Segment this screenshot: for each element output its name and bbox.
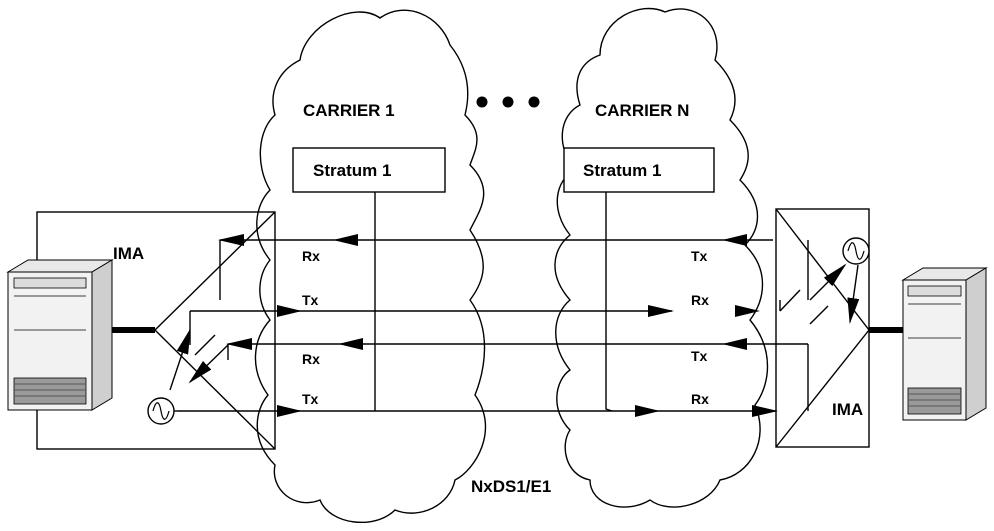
left-link-label-2: Tx bbox=[302, 292, 319, 308]
right-ima-label: IMA bbox=[832, 400, 863, 419]
left-oscillator-icon bbox=[147, 397, 175, 425]
right-link-label-2: Rx bbox=[691, 292, 709, 308]
left-ima-label: IMA bbox=[113, 244, 144, 263]
left-link-label-1: Rx bbox=[302, 248, 320, 264]
right-link-label-4: Rx bbox=[691, 391, 709, 407]
left-switch-blade bbox=[194, 334, 216, 356]
stratum-label-1: Stratum 1 bbox=[313, 161, 391, 180]
right-osc-to-arm bbox=[847, 264, 860, 324]
arrowhead-tx1-mid bbox=[277, 305, 302, 317]
right-server-icon bbox=[901, 267, 988, 421]
left-switch-arm-down bbox=[188, 344, 229, 384]
right-oscillator-icon bbox=[842, 237, 870, 265]
left-server-icon bbox=[6, 259, 114, 411]
right-switch-blade-1 bbox=[779, 289, 801, 312]
left-link-label-4: Tx bbox=[302, 391, 319, 407]
bottom-label: NxDS1/E1 bbox=[471, 477, 551, 496]
right-switch-blade-2 bbox=[809, 305, 829, 325]
right-link-label-3: Tx bbox=[691, 348, 708, 364]
arrowhead-rx2-right bbox=[722, 338, 747, 350]
arrowhead-rx1-right bbox=[722, 234, 747, 246]
left-switch-arm-up bbox=[169, 328, 191, 391]
right-switch-arm-up bbox=[809, 263, 847, 301]
arrowhead-tx2-mid bbox=[277, 405, 302, 417]
arrowhead-tx1-right-end bbox=[735, 305, 760, 317]
arrowhead-tx2-right-mid bbox=[635, 405, 660, 417]
right-link-label-1: Tx bbox=[691, 248, 708, 264]
carrier-n-cloud-icon bbox=[554, 7, 769, 508]
ellipsis-dot-2 bbox=[502, 96, 514, 108]
stratum-box-1 bbox=[292, 147, 446, 193]
arrowhead-rx2-mid bbox=[338, 338, 363, 350]
carrier-1-cloud-icon bbox=[254, 9, 487, 523]
carrier-n-name: CARRIER N bbox=[595, 101, 689, 120]
ellipsis-dot-3 bbox=[528, 96, 540, 108]
left-link-label-3: Rx bbox=[302, 351, 320, 367]
ellipsis-dot-1 bbox=[476, 96, 488, 108]
stratum-label-n: Stratum 1 bbox=[583, 161, 661, 180]
arrowhead-rx1-mid bbox=[333, 234, 358, 246]
carrier-1-name: CARRIER 1 bbox=[303, 101, 395, 120]
stratum-box-n bbox=[563, 147, 715, 193]
stratum-n-timing-line bbox=[605, 192, 613, 412]
